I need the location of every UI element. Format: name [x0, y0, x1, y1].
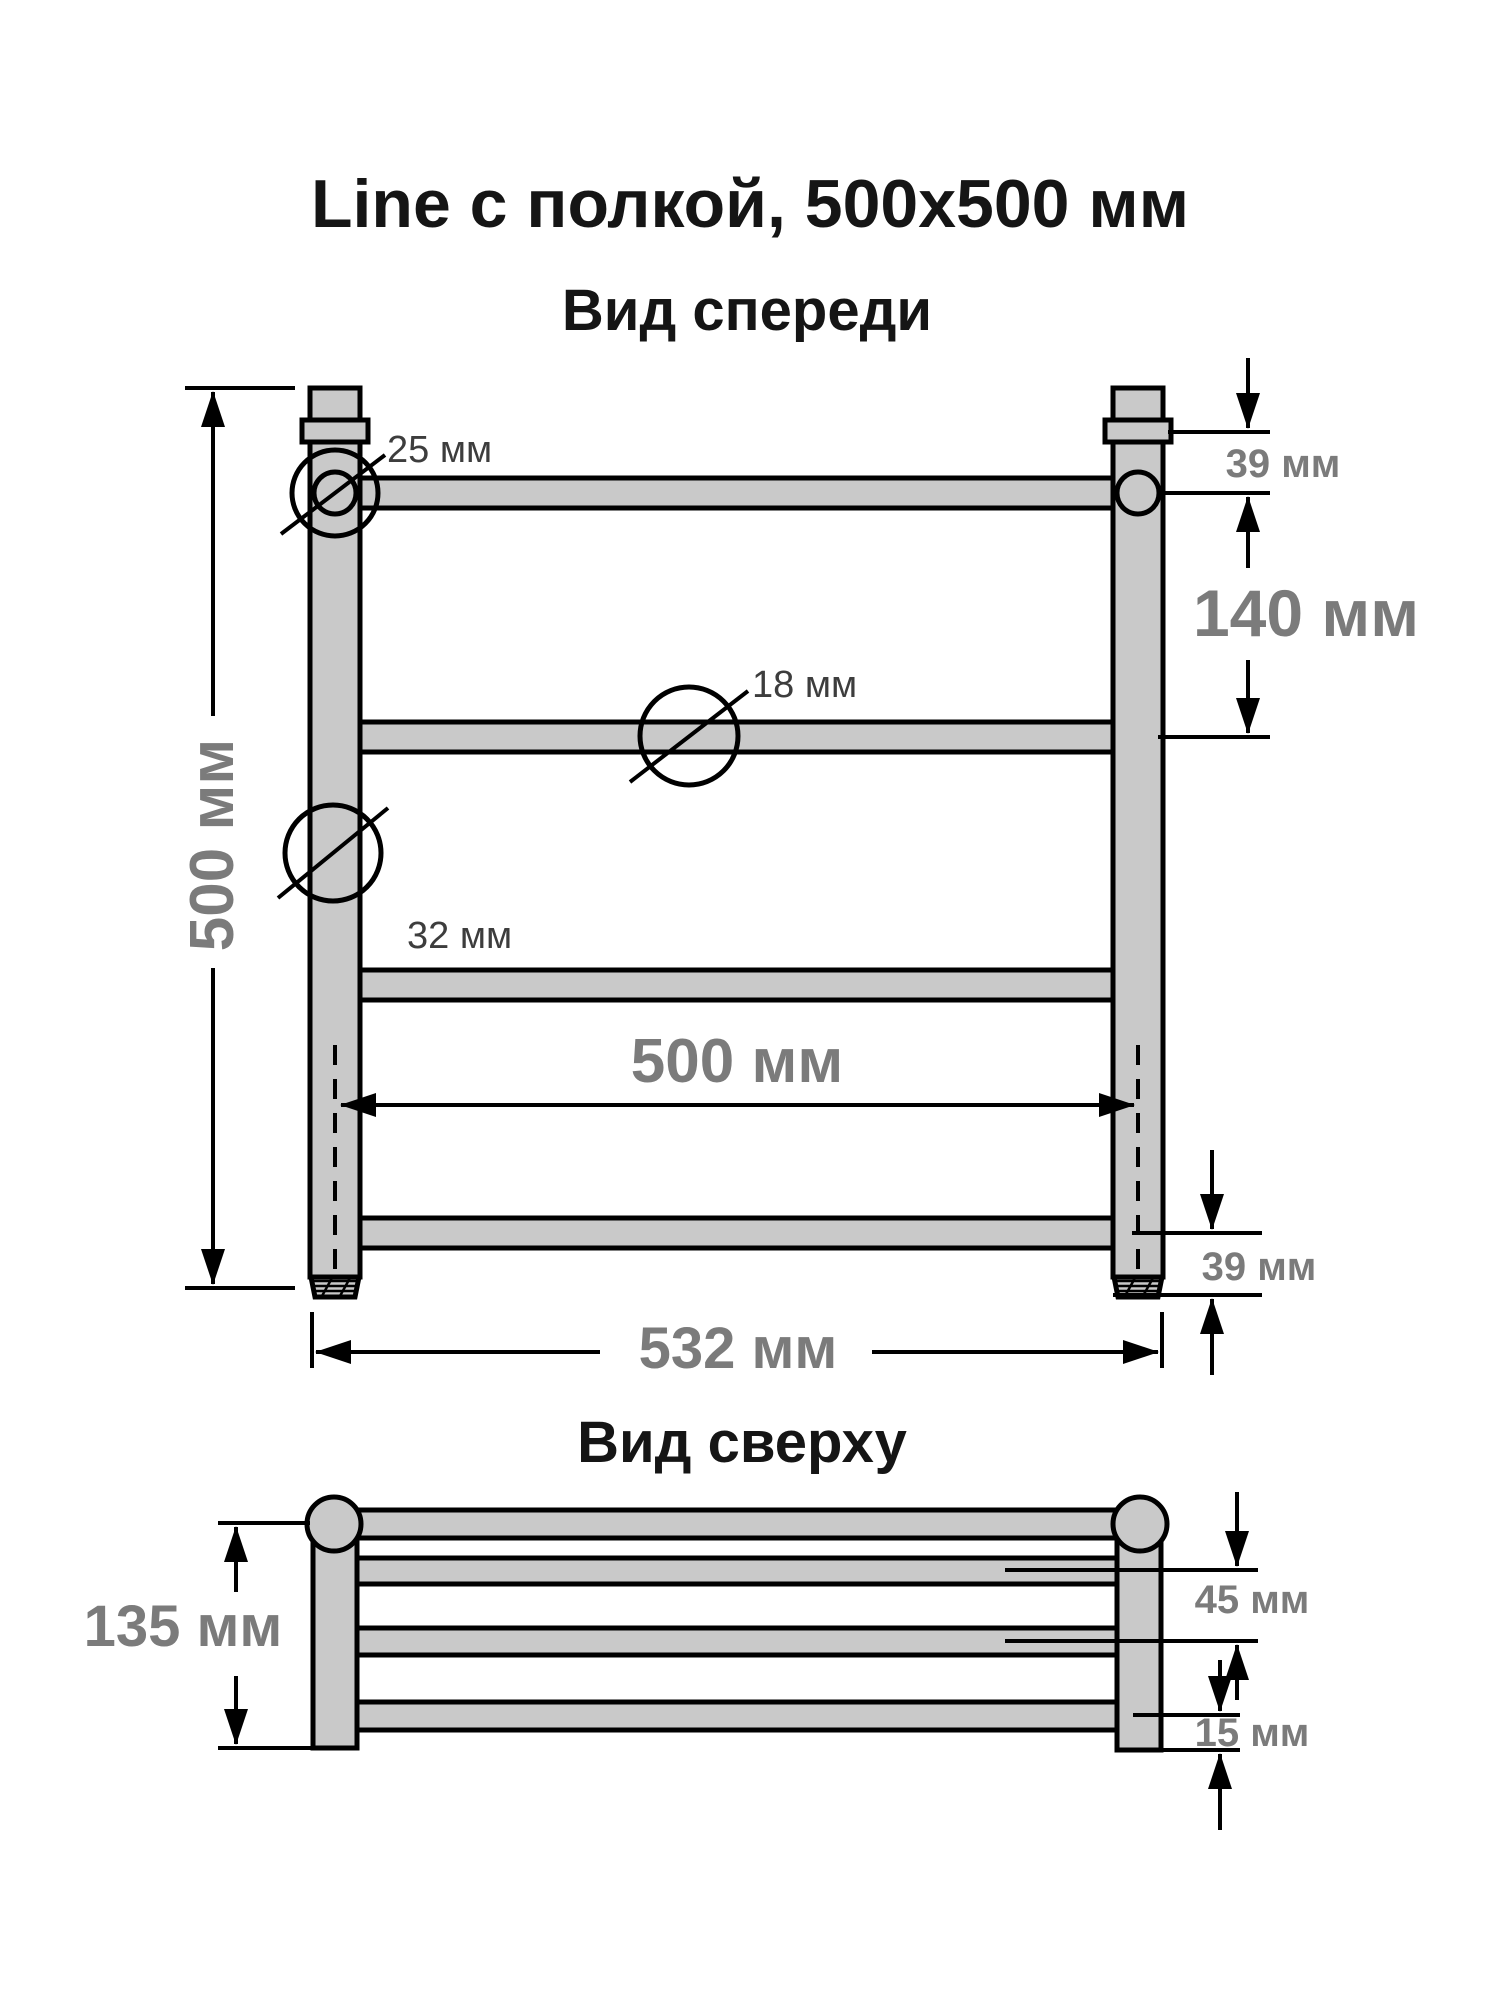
- dim-label-bottom-offset: 39 мм: [1202, 1245, 1317, 1289]
- dim-label-rail-spacing: 140 мм: [1193, 576, 1419, 650]
- dim-label-inner-width: 500 мм: [631, 1027, 843, 1096]
- front-left-post: [307, 385, 363, 1280]
- callout-label-18mm: 18 мм: [752, 664, 857, 706]
- front-view-drawing: [276, 385, 1174, 1300]
- dim-total-height: [185, 386, 295, 1290]
- callout-32mm: [276, 802, 390, 904]
- front-left-collar: [299, 417, 371, 445]
- callout-label-25mm: 25 мм: [387, 429, 492, 471]
- dim-label-bottom-bar-offset: 15 мм: [1195, 1711, 1310, 1755]
- callout-18mm: [628, 684, 750, 788]
- front-right-junction-circle: [1114, 469, 1162, 517]
- top-bar-1: [331, 1507, 1143, 1541]
- dim-bottom-bar-offset: [1133, 1660, 1240, 1830]
- front-rail-3: [334, 967, 1140, 1003]
- dim-overall-width: [310, 1312, 1164, 1368]
- top-left-corner-circle: [304, 1494, 364, 1554]
- front-right-collar: [1102, 417, 1174, 445]
- front-right-post-thread: [1110, 1274, 1166, 1300]
- dim-label-shelf-bar-spacing: 45 мм: [1195, 1578, 1310, 1622]
- top-bar-2: [347, 1555, 1123, 1587]
- front-left-post-thread: [307, 1274, 363, 1300]
- dim-depth: [218, 1521, 358, 1750]
- front-rail-1: [334, 475, 1140, 511]
- dim-shelf-bar-spacing: [1005, 1492, 1258, 1700]
- page-title: Line с полкой, 500х500 мм: [311, 166, 1189, 242]
- top-view-drawing: [304, 1494, 1170, 1753]
- dim-top-offset: [1158, 358, 1270, 568]
- top-bar-4: [347, 1699, 1123, 1733]
- top-right-post: [1114, 1521, 1164, 1753]
- dim-rail-spacing: [1158, 660, 1270, 739]
- front-view-heading: Вид спереди: [562, 278, 932, 343]
- top-right-corner-circle: [1110, 1494, 1170, 1554]
- callout-label-32mm: 32 мм: [407, 915, 512, 957]
- top-left-post: [310, 1521, 360, 1751]
- top-bar-3: [347, 1625, 1123, 1658]
- dim-bottom-offset: [1113, 1150, 1262, 1375]
- dim-label-overall-width: 532 мм: [639, 1316, 838, 1381]
- front-view-dimensions: [185, 358, 1270, 1375]
- top-view-heading: Вид сверху: [577, 1410, 907, 1475]
- dim-label-total-height: 500 мм: [178, 739, 247, 951]
- dim-label-depth: 135 мм: [84, 1594, 283, 1659]
- front-right-post: [1110, 385, 1166, 1280]
- top-view-dimensions: [218, 1492, 1258, 1830]
- callout-25mm: [279, 447, 387, 539]
- dim-label-top-offset: 39 мм: [1226, 442, 1341, 486]
- front-rail-4: [334, 1215, 1140, 1251]
